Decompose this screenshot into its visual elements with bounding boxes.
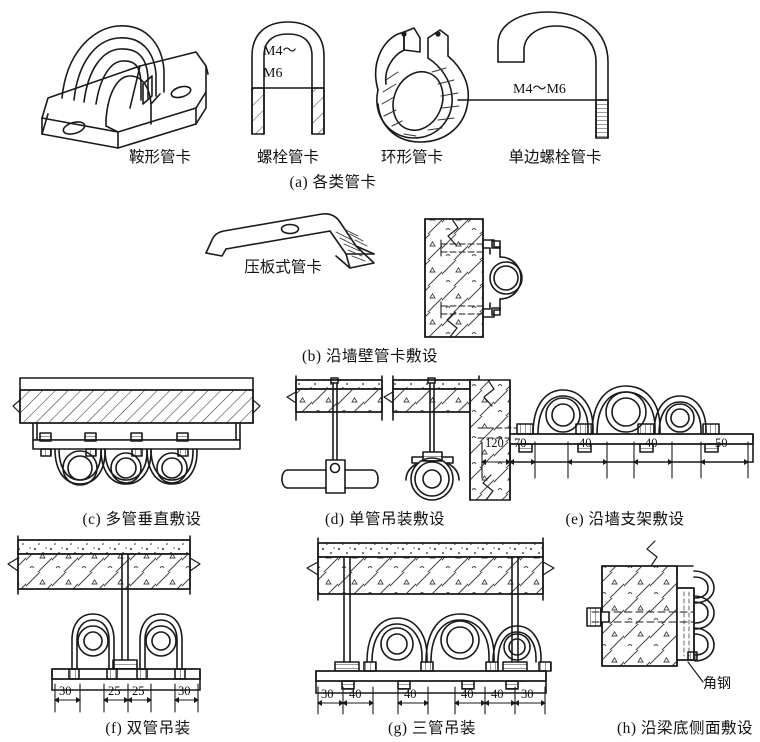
dimension-g-1: 40 — [349, 687, 362, 701]
single-side-bolt-clamp-drawing — [457, 11, 609, 139]
dimension-e-1: 70 — [514, 436, 527, 450]
clamp-label-press-plate: 压板式管卡 — [244, 259, 322, 276]
caption-c: (c) 多管垂直敷设 — [82, 511, 202, 528]
annotation-angle-steel: 角钢 — [703, 677, 731, 692]
ring-clamp-drawing — [374, 27, 470, 143]
caption-b: (b) 沿墙壁管卡敷设 — [302, 348, 438, 365]
clamp-label-single-side-bolt: 单边螺栓管卡 — [508, 149, 602, 166]
pipe-clamp-group-g — [341, 613, 552, 690]
thread-spec-ubolt-line2: M6 — [263, 66, 283, 81]
dimension-f-2: 25 — [132, 684, 145, 698]
dimension-g-2: 40 — [404, 687, 417, 701]
press-plate-clamp-drawing — [205, 213, 375, 269]
caption-d: (d) 单管吊装敷设 — [325, 511, 445, 528]
dimension-f-1: 25 — [108, 684, 121, 698]
dimension-f-3: 30 — [178, 684, 191, 698]
multi-pipe-vertical-drawing — [12, 377, 261, 486]
dimension-lines-g — [317, 686, 546, 715]
saddle-clamp-drawing — [41, 25, 209, 149]
thread-spec-ubolt-line1: M4～ — [263, 44, 297, 59]
clamp-label-saddle: 鞍形管卡 — [128, 149, 191, 166]
wall-bracket-drawing — [469, 379, 754, 501]
wall-mount-section-drawing — [424, 218, 523, 338]
dimension-g-5: 30 — [521, 687, 534, 701]
clamp-label-ubolt: 螺栓管卡 — [256, 149, 319, 166]
single-pipe-hanger-drawing — [281, 375, 480, 501]
dimension-e-3: 40 — [645, 436, 658, 450]
u-bolt-clamp-drawing — [251, 21, 325, 135]
thread-spec-single-side-bolt: M4～M6 — [513, 82, 566, 97]
dimension-e-2: 40 — [579, 436, 592, 450]
caption-h: (h) 沿梁底侧面敷设 — [617, 720, 753, 737]
caption-a: (a) 各类管卡 — [289, 174, 377, 191]
pipe-clamp-group-f — [68, 613, 186, 680]
dimension-f-0: 30 — [59, 684, 72, 698]
caption-f: (f) 双管吊装 — [105, 720, 191, 737]
pipe-clamp-group-e — [516, 385, 720, 435]
triple-pipe-hanger-drawing — [306, 537, 555, 715]
dimension-lines-f — [54, 683, 199, 713]
rail-bolts — [39, 432, 189, 457]
dimension-g-4: 40 — [491, 687, 504, 701]
caption-g: (g) 三管吊装 — [388, 720, 476, 737]
dimension-e-0: 120 — [485, 436, 504, 450]
caption-e: (e) 沿墙支架敷设 — [565, 511, 685, 528]
dimension-g-0: 30 — [321, 687, 334, 701]
dimension-g-3: 40 — [461, 687, 474, 701]
double-pipe-hanger-drawing — [7, 535, 201, 713]
pipe-clamp-group-h — [687, 570, 715, 662]
beam-side-mount-drawing — [586, 540, 715, 683]
dimension-lines-e — [481, 441, 749, 479]
pipe-clamp-group-c — [54, 448, 198, 486]
dimension-e-4: 50 — [715, 436, 728, 450]
clamp-label-ring: 环形管卡 — [380, 149, 443, 166]
